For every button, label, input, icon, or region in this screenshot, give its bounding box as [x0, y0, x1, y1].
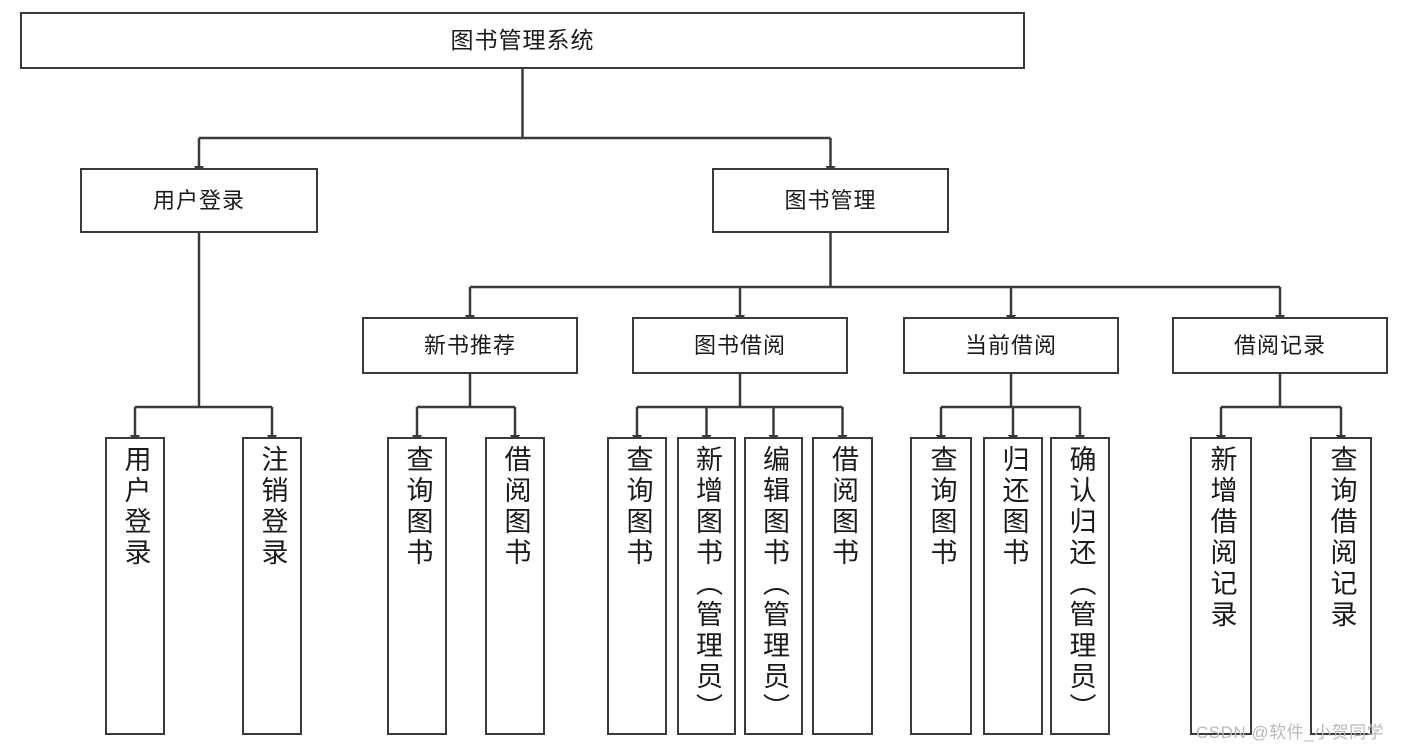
- node-n_book[interactable]: 图书管理: [712, 168, 949, 233]
- node-l2[interactable]: 注销登录: [242, 437, 302, 735]
- node-l11[interactable]: 确认归还（管理员）: [1050, 437, 1110, 735]
- node-label: 借阅图书: [500, 445, 531, 569]
- node-l9[interactable]: 查询图书: [910, 437, 972, 735]
- node-label: 借阅图书: [828, 445, 858, 569]
- node-l8[interactable]: 借阅图书: [812, 437, 873, 735]
- node-label: 编辑图书（管理员）: [759, 445, 789, 724]
- node-label: 用户登录: [120, 445, 151, 569]
- node-l10[interactable]: 归还图书: [983, 437, 1043, 735]
- node-label: 归还图书: [998, 445, 1029, 569]
- node-l13[interactable]: 查询借阅记录: [1310, 437, 1372, 735]
- node-n_login[interactable]: 用户登录: [80, 168, 318, 233]
- node-label: 用户登录: [152, 187, 245, 213]
- node-n_borrow[interactable]: 图书借阅: [632, 317, 848, 374]
- watermark: CSDN @软件_小贺同学: [1196, 723, 1385, 742]
- node-label: 图书管理: [784, 187, 877, 213]
- node-n_cur[interactable]: 当前借阅: [903, 317, 1119, 374]
- node-label: 确认归还（管理员）: [1065, 445, 1096, 724]
- node-l6[interactable]: 新增图书（管理员）: [677, 437, 736, 735]
- node-l7[interactable]: 编辑图书（管理员）: [744, 437, 803, 735]
- node-l5[interactable]: 查询图书: [607, 437, 667, 735]
- node-label: 新书推荐: [423, 332, 516, 358]
- node-l1[interactable]: 用户登录: [105, 437, 165, 735]
- edges: [130, 69, 1346, 444]
- node-label: 查询图书: [622, 445, 653, 569]
- node-label: 图书借阅: [693, 332, 786, 358]
- node-label: 查询图书: [402, 445, 433, 569]
- node-l4[interactable]: 借阅图书: [485, 437, 545, 735]
- node-n_rec[interactable]: 借阅记录: [1172, 317, 1388, 374]
- node-label: 新增图书（管理员）: [692, 445, 722, 724]
- node-root[interactable]: 图书管理系统: [20, 12, 1025, 69]
- node-label: 注销登录: [257, 445, 288, 569]
- node-label: 查询图书: [926, 445, 957, 569]
- node-l12[interactable]: 新增借阅记录: [1190, 437, 1252, 735]
- node-label: 图书管理系统: [450, 26, 595, 53]
- node-l3[interactable]: 查询图书: [387, 437, 447, 735]
- node-label: 新增借阅记录: [1206, 445, 1237, 631]
- node-n_new[interactable]: 新书推荐: [362, 317, 578, 374]
- node-label: 借阅记录: [1233, 332, 1326, 358]
- node-label: 查询借阅记录: [1326, 445, 1357, 631]
- node-label: 当前借阅: [964, 332, 1057, 358]
